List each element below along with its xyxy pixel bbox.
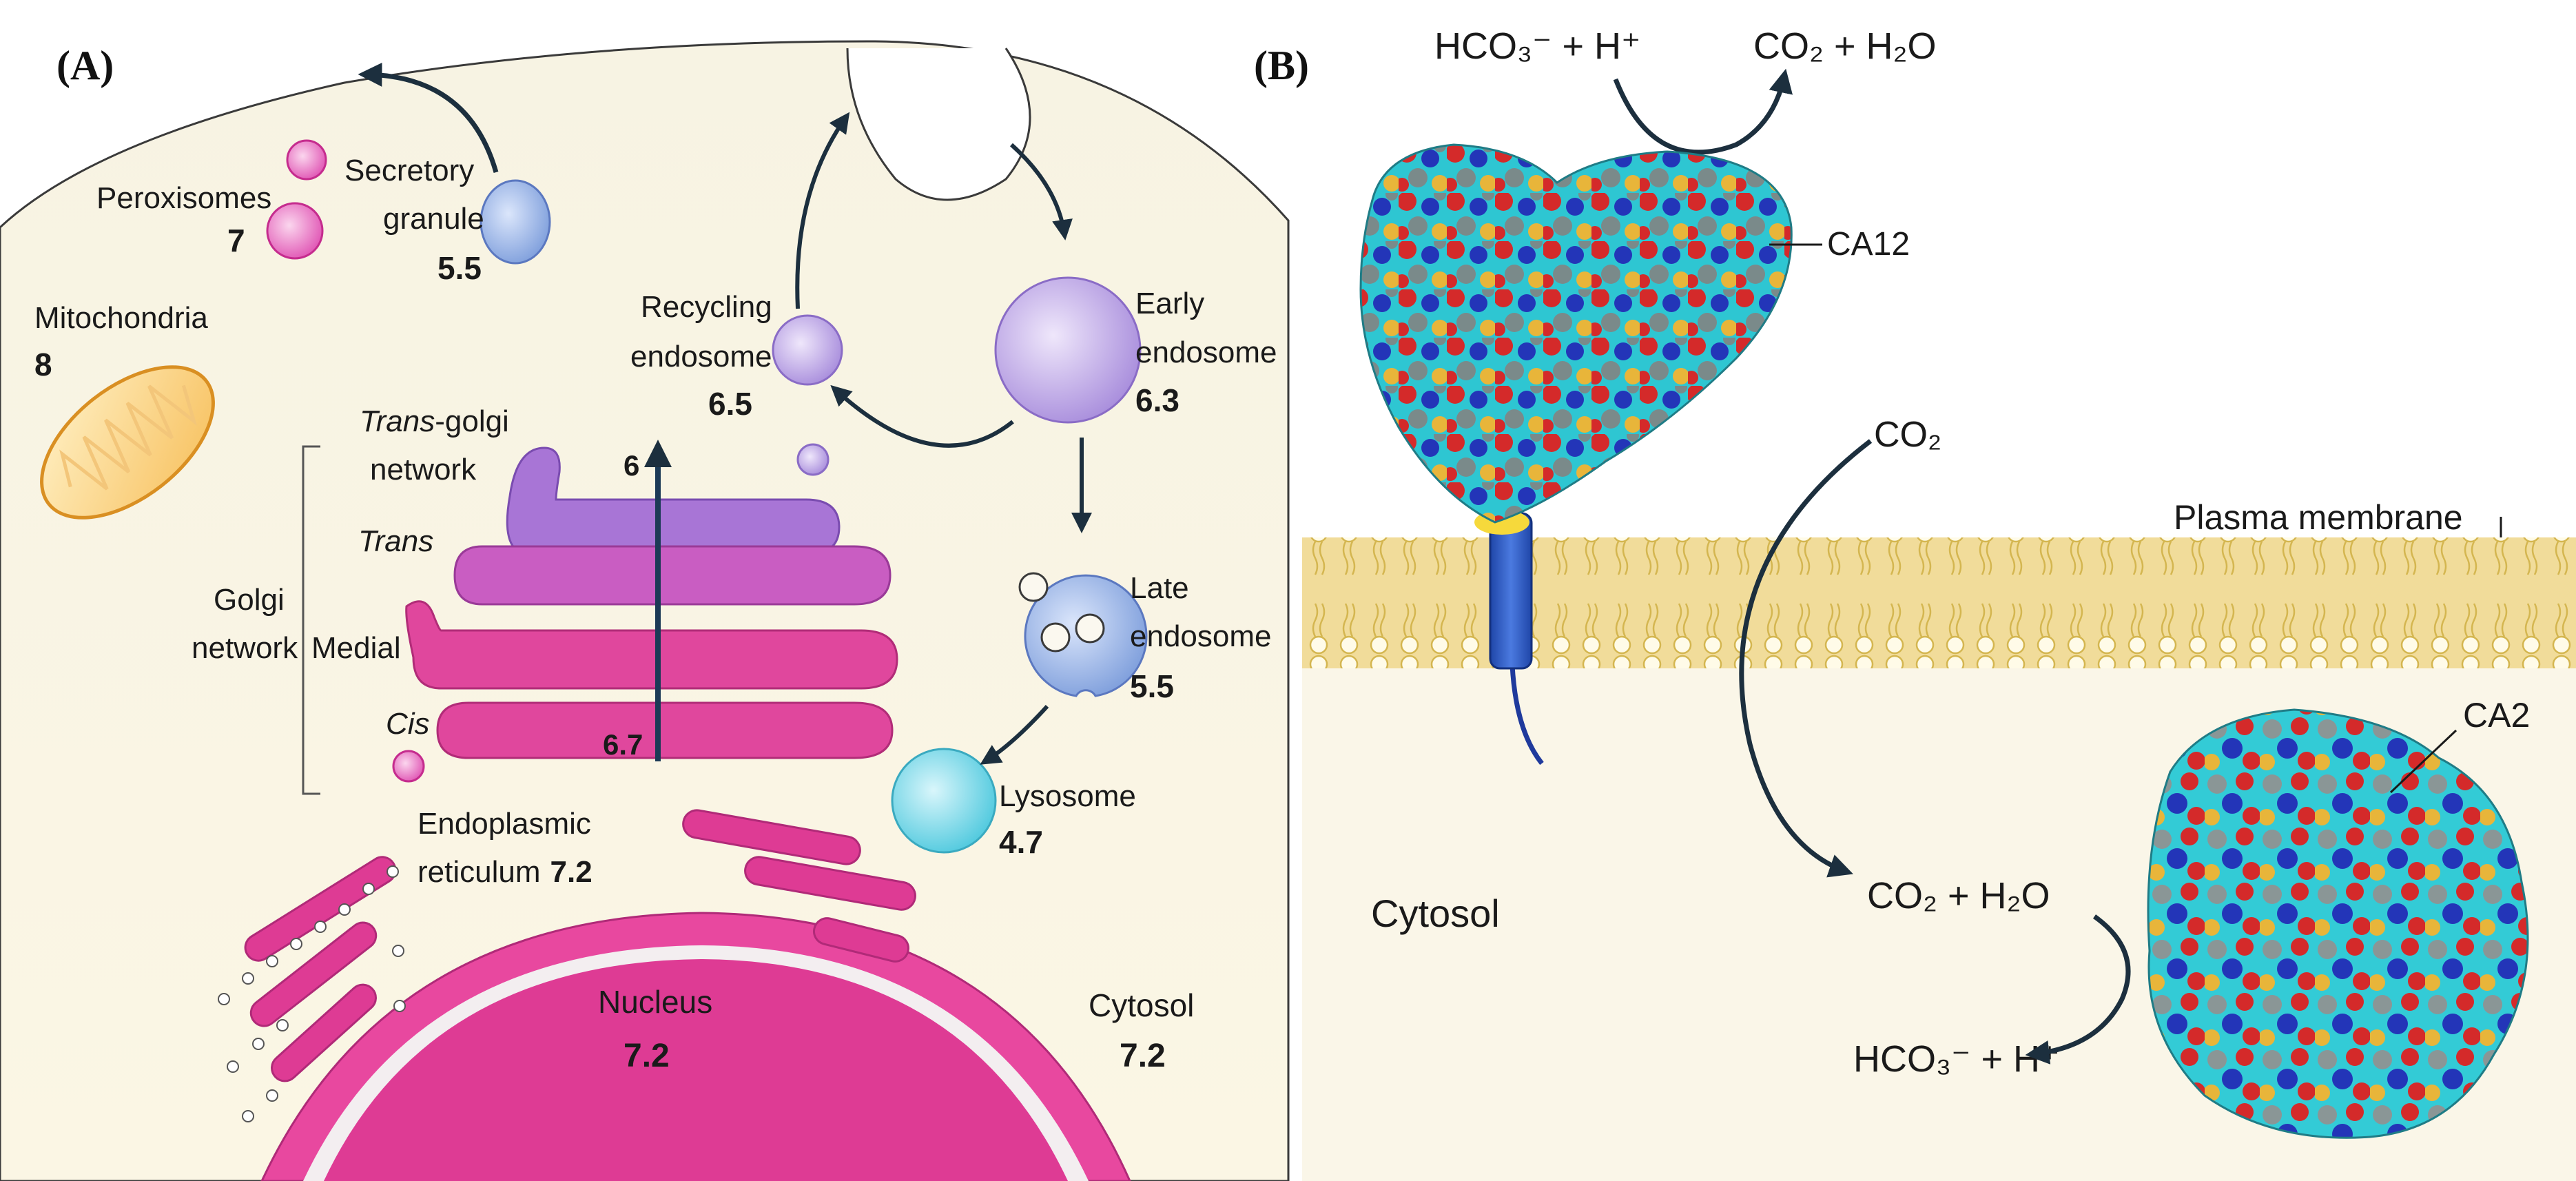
bottom-reaction-top: CO₂ + H₂O: [1867, 875, 2050, 916]
arrow-late-to-lysosome: [980, 704, 1049, 765]
panel-a: (A) Peroxisomes 7 Secretory granule 5.5 …: [0, 40, 1290, 1181]
top-reaction-arrow: [1613, 68, 1793, 155]
golgi-apparatus: [392, 446, 898, 783]
recycling-endosome: [772, 314, 843, 386]
cytosol-ph-a: 7.2: [1120, 1038, 1166, 1074]
er-label-1: Endoplasmic: [418, 807, 591, 841]
golgi-group-label-1: Golgi: [214, 583, 285, 617]
early-endosome-ph: 6.3: [1135, 382, 1179, 418]
arrow-recycling-to-membrane: [795, 112, 850, 309]
er-label-2: reticulum: [418, 855, 541, 889]
panel-b: (B) HCO₃⁻ + H⁺ CO₂ + H₂O CA12 CO₂ Plasma…: [1254, 0, 2576, 1181]
late-endosome-vesicle-1: [1018, 572, 1049, 602]
golgi-bracket: [302, 445, 320, 795]
ca2-leader: [2389, 729, 2457, 794]
endocytic-pit: [846, 48, 1031, 201]
ca2-protein: [2147, 708, 2529, 1139]
plasma-membrane-label: Plasma membrane: [2174, 498, 2463, 537]
arrow-pit-to-early: [1009, 143, 1073, 240]
peroxisome-small: [286, 139, 327, 181]
ca12-protein: [1359, 143, 1793, 524]
late-endosome-label-2: endosome: [1130, 619, 1271, 653]
nucleus-ph: 7.2: [624, 1038, 670, 1074]
endoplasmic-reticulum: [244, 809, 916, 1082]
mitochondrion: [40, 365, 215, 520]
svg-text:Trans-golgi: Trans-golgi: [360, 404, 509, 438]
trans-golgi-network-label: network: [370, 453, 477, 486]
secretory-granule: [480, 179, 551, 265]
recycling-vesicle: [796, 443, 830, 476]
lysosome-ph: 4.7: [999, 824, 1043, 860]
nucleus: [324, 959, 1068, 1181]
lysosome-label: Lysosome: [999, 779, 1136, 813]
ca12-label: CA12: [1827, 226, 1910, 263]
golgi-medial-cisterna: [405, 600, 898, 690]
cytosol-label-a: Cytosol: [1089, 987, 1194, 1023]
golgi-ph-bottom: 6.7: [603, 728, 643, 761]
lysosome: [891, 748, 997, 854]
mitochondria-ph: 8: [34, 347, 52, 382]
golgi-trans-label: Trans: [358, 524, 433, 558]
late-endosome-vesicle-2: [1040, 622, 1071, 653]
late-endosome-ph: 5.5: [1130, 668, 1174, 704]
early-endosome-label-2: endosome: [1135, 336, 1277, 369]
late-endosome-label-1: Late: [1130, 571, 1189, 605]
peroxisome-large: [266, 202, 324, 260]
secretory-granule-ph: 5.5: [437, 250, 482, 286]
trans-golgi-italic: Trans: [360, 404, 435, 438]
golgi-ph-top: 6: [624, 449, 639, 482]
co2-diffusion-arrow: [1739, 439, 1873, 878]
bottom-reaction-bottom: HCO₃⁻ + H⁺: [1853, 1038, 2060, 1080]
ca12-transmembrane-helix: [1489, 512, 1533, 670]
mitochondria-label: Mitochondria: [34, 301, 208, 335]
golgi-vesicle: [392, 750, 425, 783]
nucleus-label: Nucleus: [598, 984, 712, 1020]
secretory-granule-label-2: granule: [383, 202, 484, 236]
ca12-tail: [1509, 664, 1544, 766]
arrow-early-to-recycling: [830, 384, 1014, 448]
recycling-endosome-ph: 6.5: [708, 386, 752, 422]
golgi-trans-cisterna: [453, 545, 892, 606]
co2-label: CO₂: [1874, 415, 1941, 455]
early-endosome-label-1: Early: [1135, 287, 1204, 320]
golgi-cis-label: Cis: [386, 707, 430, 741]
er-ph: 7.2: [550, 855, 593, 889]
panel-b-tag: (B): [1254, 43, 1309, 88]
recycling-endosome-label-2: endosome: [630, 340, 772, 373]
panel-a-tag: (A): [56, 43, 114, 88]
peroxisomes-ph: 7: [227, 223, 245, 258]
secretory-granule-label-1: Secretory: [344, 154, 474, 187]
late-endosome-vesicle-3: [1075, 613, 1105, 644]
er-ribosomes: [218, 865, 406, 1122]
golgi-cis-cisterna: [436, 701, 894, 759]
recycling-endosome-label-1: Recycling: [641, 290, 772, 324]
early-endosome: [994, 276, 1142, 424]
top-reaction-left: HCO₃⁻ + H⁺: [1434, 25, 1641, 67]
peroxisomes-label: Peroxisomes: [96, 181, 271, 215]
cytosol-label-b: Cytosol: [1371, 892, 1500, 935]
golgi-medial-label: Medial: [311, 631, 401, 665]
bottom-reaction-arrow: [2025, 914, 2131, 1065]
trans-golgi-rest: -golgi: [435, 404, 509, 438]
secretion-arrow: [358, 62, 499, 173]
ca2-label: CA2: [2463, 696, 2530, 735]
golgi-group-label-2: network: [192, 631, 298, 665]
top-reaction-right: CO₂ + H₂O: [1753, 25, 1936, 67]
